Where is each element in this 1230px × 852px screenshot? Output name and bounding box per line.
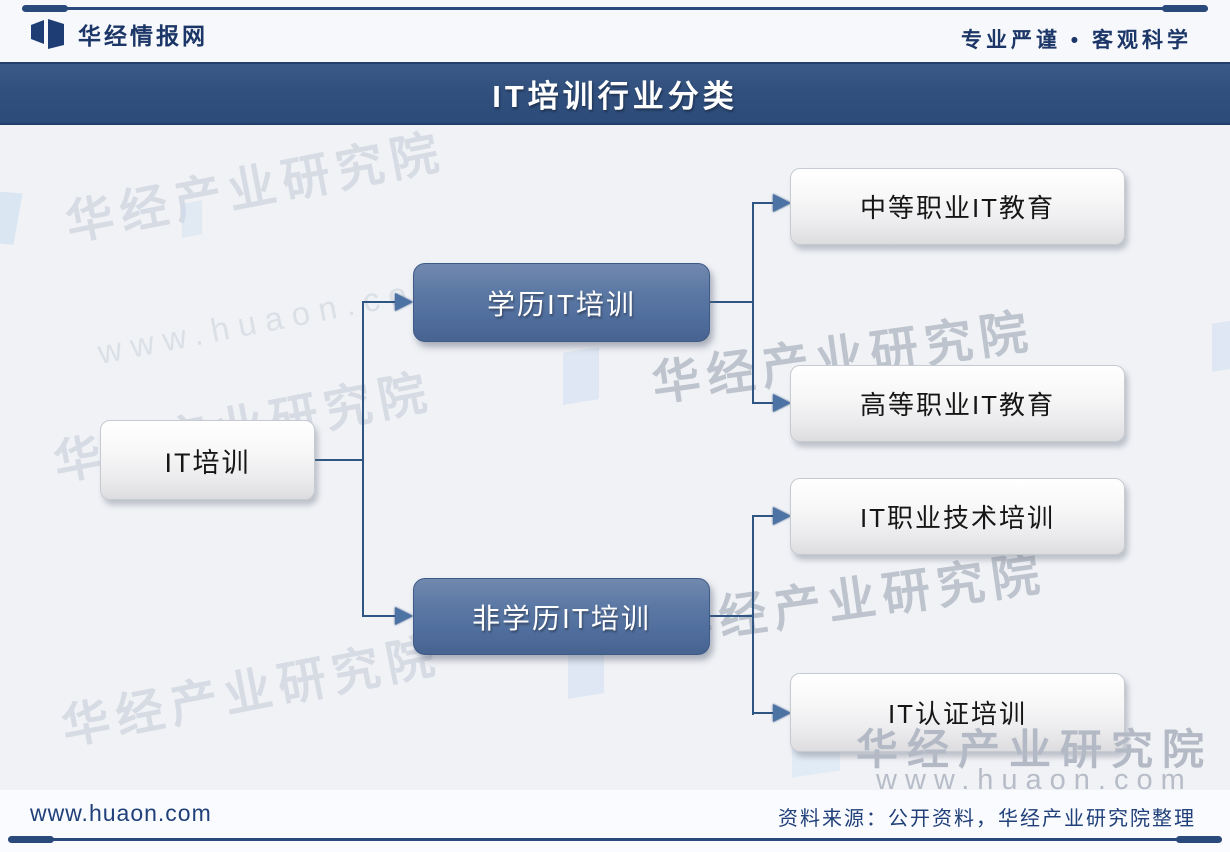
connector-trunk-2 (752, 202, 754, 404)
brand: 华经情报网 (30, 17, 208, 51)
brand-name: 华经情报网 (78, 23, 208, 49)
connector-trunk-3 (752, 515, 754, 715)
diamond-accent (563, 347, 599, 405)
node-branch-xueli: 学历IT培训 (413, 263, 710, 342)
node-root: IT培训 (100, 420, 315, 500)
diamond-accent (0, 191, 23, 245)
connector-branch-zhongdeng (752, 202, 776, 204)
connector-root-trunk (315, 459, 363, 461)
arrow-icon (773, 704, 791, 722)
connector-branch-zhiye (752, 515, 776, 517)
header: 华经情报网 专业严谨 • 客观科学 (0, 0, 1230, 62)
node-leaf-renzheng: IT认证培训 (790, 673, 1125, 752)
arrow-icon (773, 507, 791, 525)
title-bar: IT培训行业分类 (0, 62, 1230, 125)
node-branch-feixueli: 非学历IT培训 (413, 578, 710, 655)
diamond-accent (182, 200, 202, 238)
footer-site-url: www.huaon.com (30, 800, 212, 826)
footer: www.huaon.com 资料来源：公开资料，华经产业研究院整理 (0, 790, 1230, 852)
watermark-site-text: www.huaon.com (94, 266, 455, 371)
arrow-icon (395, 607, 413, 625)
connector-branch-gaodeng (752, 402, 776, 404)
bottom-divider (8, 836, 1222, 843)
node-leaf-zhiye: IT职业技术培训 (790, 478, 1125, 555)
arrow-icon (773, 394, 791, 412)
connector-xueli-stub (710, 301, 754, 303)
connector-branch-feixueli (362, 615, 396, 617)
top-divider (22, 5, 1208, 12)
arrow-icon (773, 194, 791, 212)
node-leaf-gaodeng: 高等职业IT教育 (790, 365, 1125, 442)
footer-source-note: 资料来源：公开资料，华经产业研究院整理 (778, 808, 1196, 830)
diamond-accent (1212, 320, 1230, 372)
connector-trunk-1 (362, 301, 364, 617)
node-leaf-zhongdeng: 中等职业IT教育 (790, 168, 1125, 245)
connector-feixueli-stub (710, 615, 754, 617)
watermark-brand-text: 华经产业研究院 (57, 629, 446, 756)
connector-branch-renzheng (752, 712, 776, 714)
watermark-brand-text: 华经产业研究院 (61, 125, 450, 252)
header-slogan: 专业严谨 • 客观科学 (960, 29, 1192, 52)
logo-icon (31, 19, 64, 49)
connector-branch-xueli (362, 301, 396, 303)
page-title: IT培训行业分类 (492, 79, 738, 114)
arrow-icon (395, 293, 413, 311)
